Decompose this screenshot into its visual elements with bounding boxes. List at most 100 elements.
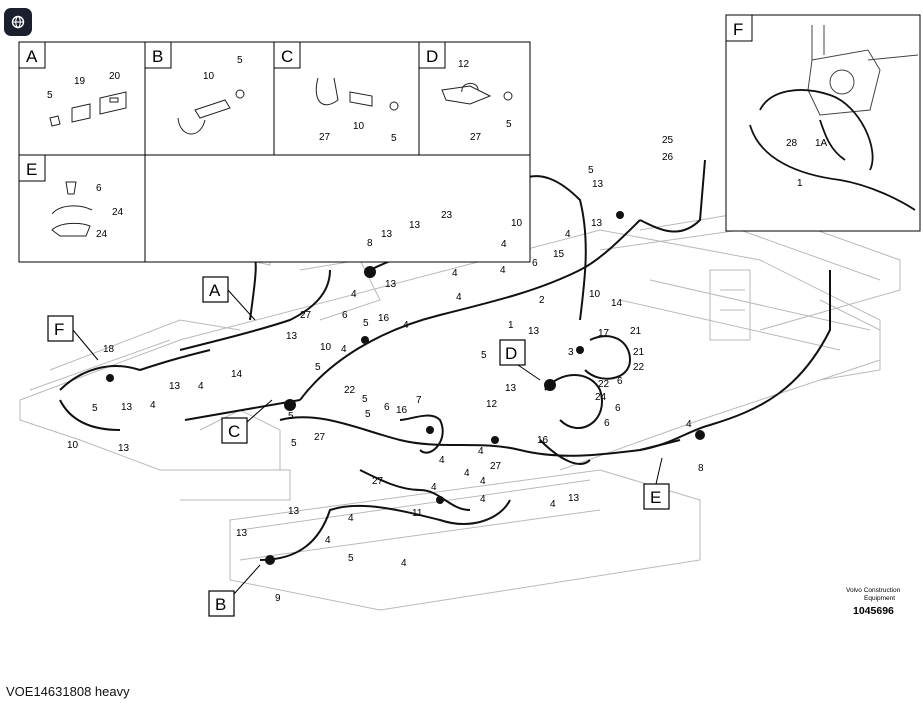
legend-e-part-2: 24 [112, 207, 124, 218]
part-label: 27 [490, 461, 502, 472]
part-label: 6 [384, 402, 390, 413]
part-label: 5 [315, 362, 321, 373]
legend-letter-c: C [281, 47, 293, 66]
part-label: 4 [464, 468, 470, 479]
part-label: 2 [539, 295, 545, 306]
part-label: 4 [150, 400, 156, 411]
part-label: 14 [231, 369, 243, 380]
part-label: 13 [528, 326, 540, 337]
part-labels: 25 26 5 13 23 13 10 13 4 8 13 15 4 6 4 4… [67, 135, 704, 604]
part-label: 6 [615, 403, 621, 414]
part-label: 22 [598, 379, 610, 390]
brand-line-1: Volvo Construction [846, 587, 901, 594]
globe-icon [11, 15, 25, 29]
legend-grid [18, 41, 531, 263]
legend-a-part-3: 20 [109, 71, 121, 82]
part-label: 5 [291, 438, 297, 449]
part-label: 16 [396, 405, 408, 416]
part-label: 13 [592, 179, 604, 190]
view-toggle-button[interactable] [4, 8, 32, 36]
part-label: 5 [348, 553, 354, 564]
harness-clips [106, 211, 705, 565]
part-label: 5 [481, 350, 487, 361]
legend-e-part-3: 24 [96, 229, 108, 240]
part-label: 4 [550, 499, 556, 510]
part-label: 16 [378, 313, 390, 324]
part-label: 13 [288, 506, 300, 517]
legend-b-part-2: 5 [237, 55, 243, 66]
part-label: 13 [591, 218, 603, 229]
svg-text:D: D [505, 344, 517, 363]
part-label: 4 [565, 229, 571, 240]
part-label: 27 [372, 476, 384, 487]
part-label: 10 [320, 342, 332, 353]
part-label: 4 [480, 494, 486, 505]
part-label: 6 [617, 376, 623, 387]
part-label: 4 [348, 513, 354, 524]
part-label: 8 [698, 463, 704, 474]
brand-line-2: Equipment [864, 595, 895, 602]
legend-letter-e: E [26, 160, 37, 179]
legend-d-part-3: 5 [506, 119, 512, 130]
part-label: 4 [501, 239, 507, 250]
part-label: 4 [198, 381, 204, 392]
legend-f-part-2: 1A [815, 138, 828, 149]
legend-c-part-1: 27 [319, 132, 331, 143]
part-label: 24 [595, 392, 607, 403]
svg-text:C: C [228, 422, 240, 441]
callout-a: A [202, 276, 256, 321]
part-label: 18 [103, 344, 115, 355]
part-label: 16 [537, 435, 549, 446]
part-label: 5 [288, 411, 294, 422]
part-label: 25 [662, 135, 674, 146]
part-label: 21 [630, 326, 642, 337]
part-label: 4 [478, 446, 484, 457]
part-label: 14 [611, 298, 623, 309]
legend-box-f: F 28 1A 1 [725, 14, 921, 232]
part-label: 7 [416, 395, 422, 406]
legend-a-part-1: 5 [47, 90, 53, 101]
legend-box-a: A 5 19 20 [18, 41, 127, 127]
part-label: 10 [67, 440, 79, 451]
svg-text:B: B [215, 595, 226, 614]
part-label: 13 [505, 383, 517, 394]
part-label: 12 [486, 399, 498, 410]
part-label: 4 [456, 292, 462, 303]
part-label: 4 [401, 558, 407, 569]
legend-box-e: E 6 24 24 [18, 154, 124, 240]
svg-text:E: E [650, 488, 661, 507]
part-label: 13 [286, 331, 298, 342]
part-label: 4 [686, 419, 692, 430]
part-label: 3 [568, 347, 574, 358]
part-label: 26 [662, 152, 674, 163]
part-label: 13 [409, 220, 421, 231]
wiring-harness [59, 159, 831, 561]
part-label: 13 [381, 229, 393, 240]
callout-e: E [643, 457, 670, 510]
part-label: 4 [325, 535, 331, 546]
legend-a-part-2: 19 [74, 76, 86, 87]
part-label: 13 [169, 381, 181, 392]
legend-letter-f: F [733, 20, 743, 39]
part-label: 10 [589, 289, 601, 300]
part-label: 11 [412, 508, 423, 519]
legend-c-part-2: 10 [353, 121, 365, 132]
part-label: 13 [385, 279, 397, 290]
brand-block: Volvo Construction Equipment 1045696 [846, 587, 901, 617]
part-label: 6 [604, 418, 610, 429]
part-label: 6 [342, 310, 348, 321]
legend-e-part-1: 6 [96, 183, 102, 194]
part-label: 5 [363, 318, 369, 329]
part-label: 9 [275, 593, 281, 604]
part-label: 13 [118, 443, 130, 454]
legend-d-part-1: 12 [458, 59, 470, 70]
legend-box-c: C 27 10 5 [273, 41, 399, 144]
part-label: 5 [588, 165, 594, 176]
callout-d: D [499, 339, 541, 381]
part-label: 27 [300, 310, 312, 321]
part-label: 13 [236, 528, 248, 539]
legend-box-b: B 10 5 [144, 41, 245, 135]
image-caption: VOE14631808 heavy [6, 684, 130, 699]
